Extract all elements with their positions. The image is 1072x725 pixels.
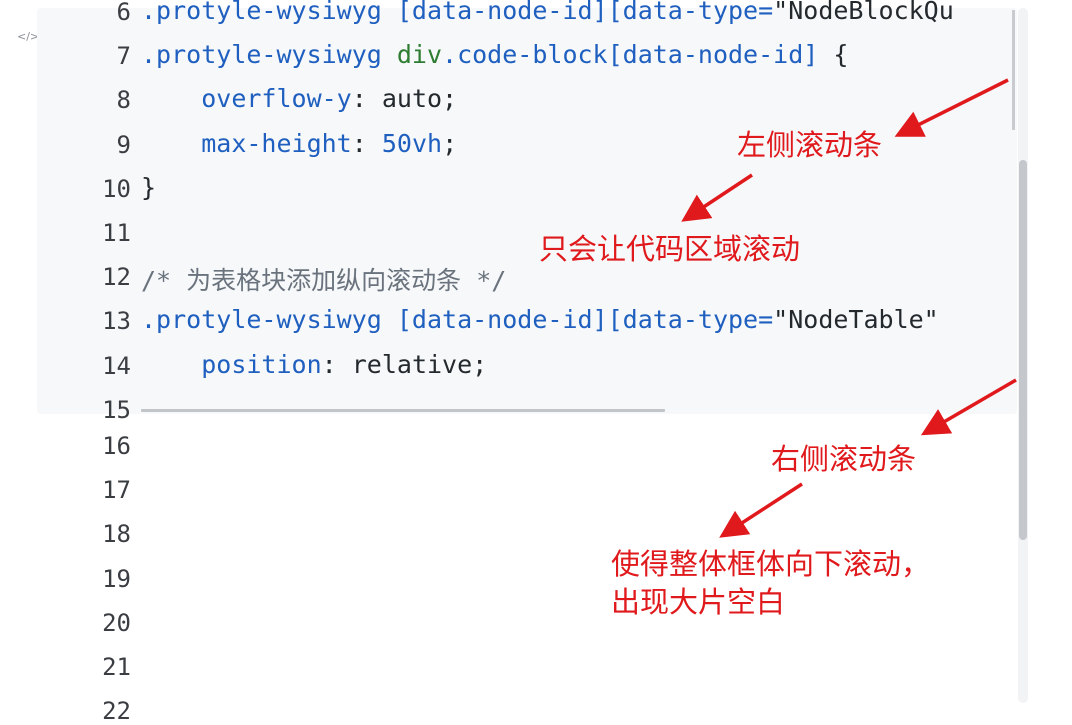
arrow-to-blank-area [719,482,803,538]
code-token: .protyle-wysiwyg [141,0,397,25]
line-number: 17 [102,476,131,505]
code-token: ; [442,128,458,158]
code-lines: 6 .protyle-wysiwyg [data-node-id][data-ty… [37,0,1012,424]
code-line[interactable]: .protyle-wysiwyg [data-node-id][data-typ… [141,305,939,334]
line-number: 8 [116,86,131,115]
code-token: 50vh [381,128,443,158]
line-number: 19 [102,564,131,593]
code-token: : auto; [351,84,458,114]
code-token: [data-node-id][data-type= [396,305,774,335]
code-token [141,350,201,379]
line-number: 9 [116,130,131,159]
line-number: 22 [102,697,131,725]
code-token: : [351,128,382,158]
code-token [141,129,201,158]
code-block-horizontal-scrollbar[interactable] [141,409,665,412]
code-line[interactable]: max-height: 50vh; [141,129,457,158]
code-token: max-height [201,128,352,158]
line-number: 13 [102,307,131,336]
line-number: 11 [102,219,131,247]
annotation-left-scrollbar: 左侧滚动条 [737,128,883,162]
line-number: 10 [102,174,131,203]
code-token: .protyle-wysiwyg [141,40,397,70]
line-number: 16 [102,432,131,460]
code-token: overflow-y [201,84,352,114]
code-token: "NodeTable" [773,305,939,335]
code-line[interactable]: .protyle-wysiwyg div.code-block[data-nod… [141,40,848,69]
line-number: 6 [116,0,131,26]
line-number: 12 [102,263,131,292]
line-number: 20 [102,608,131,637]
annotation-whole-frame-scroll-2: 出现大片空白 [611,585,786,619]
code-token: /* 为表格块添加纵向滚动条 */ [141,266,507,296]
line-number: 18 [102,520,131,549]
code-token [141,84,201,113]
annotation-only-code-scroll: 只会让代码区域滚动 [539,232,801,266]
code-line[interactable]: position: relative; [141,350,487,379]
annotation-whole-frame-scroll-1: 使得整体框体向下滚动， [611,547,931,581]
code-token: position [201,349,322,379]
code-token: "NodeBlockQu [773,0,954,25]
outer-line-numbers: 16 17 18 19 20 21 22 [0,0,140,725]
code-token: div [396,40,443,70]
line-number: 14 [102,351,131,380]
line-number: 21 [102,653,131,681]
code-line[interactable]: .protyle-wysiwyg [data-node-id][data-typ… [141,0,954,25]
line-number: 7 [116,42,131,71]
page-vertical-scrollbar-thumb[interactable] [1019,160,1027,540]
code-token: .code-block[data-node-id] [442,40,834,70]
code-token: .protyle-wysiwyg [141,305,397,335]
annotation-right-scrollbar: 右侧滚动条 [771,442,917,476]
code-token: [data-node-id][data-type= [396,0,774,25]
code-token: { [833,40,849,70]
code-block-vertical-scrollbar[interactable] [1012,10,1015,130]
code-token: : relative; [321,349,488,379]
code-line[interactable]: /* 为表格块添加纵向滚动条 */ [141,261,506,297]
code-block[interactable]: 6 .protyle-wysiwyg [data-node-id][data-ty… [37,0,1017,424]
code-line[interactable]: overflow-y: auto; [141,84,457,113]
code-block-icon[interactable]: </> [17,30,40,43]
code-line[interactable]: } [141,173,156,202]
line-number: 15 [102,395,131,424]
code-token: } [141,172,157,202]
